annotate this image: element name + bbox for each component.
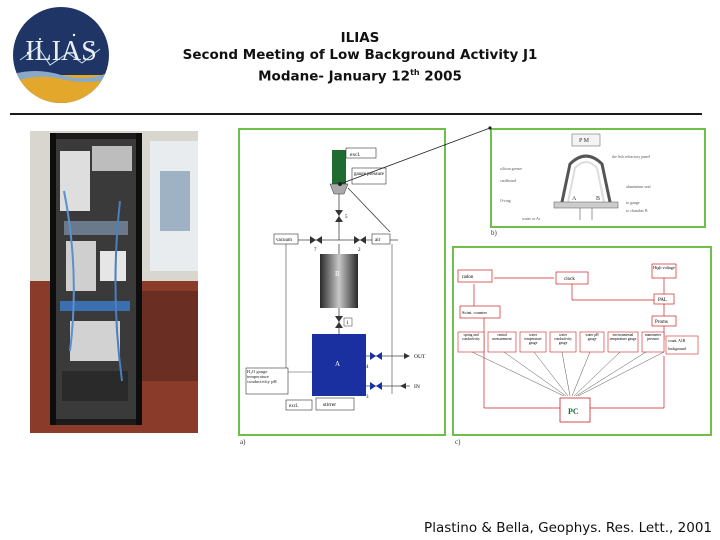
label-a: A xyxy=(572,196,577,202)
photomultiplier-tube xyxy=(332,150,346,184)
electronics-diagram: radon clock High voltage PAL Proms Scint… xyxy=(457,263,699,423)
sensor-box-2: central measurement xyxy=(492,333,512,341)
scintillator-box xyxy=(459,305,501,319)
radon-box xyxy=(457,269,493,283)
chamber-a-label: A xyxy=(335,360,340,368)
title-line-3: Modane- January 12th 2005 xyxy=(150,64,570,86)
logo-text: ILIAS xyxy=(25,36,97,67)
pal-box xyxy=(653,293,675,305)
citation: Plastino & Bella, Geophys. Res. Lett., 2… xyxy=(424,520,712,536)
title-line-3-year: 2005 xyxy=(419,68,462,85)
excl-bottom-box xyxy=(285,399,313,411)
title-line-2: Second Meeting of Low Background Activit… xyxy=(182,47,538,63)
pc-label: PC xyxy=(568,407,579,416)
title-line-1: ILIAS xyxy=(340,30,380,46)
stirrer-label: stirrer xyxy=(323,402,336,408)
sensor-boxes: spring and conductivity central measurem… xyxy=(457,331,699,355)
schematic-drawing: excl. gauge pressure 5 vacuum 7 2 air B xyxy=(245,147,426,411)
proms-label: Proms xyxy=(655,320,668,325)
silicon-grease-label: silicon grease xyxy=(500,166,522,171)
in-label: IN xyxy=(414,384,420,390)
valve-2-label: 2 xyxy=(358,248,361,253)
connector-line xyxy=(338,126,492,186)
out-label: OUT xyxy=(414,354,426,360)
air-box xyxy=(371,233,391,245)
excl-bottom-label: excl. xyxy=(289,404,299,409)
sensors-box xyxy=(245,367,289,395)
valve-5-label: 5 xyxy=(345,215,348,220)
scintillator-label: Scint. counter xyxy=(462,310,487,315)
chamber-b-label: B xyxy=(335,270,340,278)
valve-4-label: 4 xyxy=(366,365,369,370)
valve-3 xyxy=(370,382,376,390)
panel-b-detector-detail: P M the Ssh refractory panel silicon gre… xyxy=(490,128,706,228)
pm-label: P M xyxy=(579,138,590,144)
label-b: B xyxy=(596,196,600,202)
vacuum-label: vacuum xyxy=(276,238,292,243)
chamber-a xyxy=(312,334,366,396)
to-gauge-label: to gauge xyxy=(626,200,640,205)
clock-box xyxy=(555,271,589,285)
title-line-3-text: Modane- January 12 xyxy=(258,68,411,85)
sensor-box-6: environmental temperature gauge xyxy=(609,333,637,341)
top-note-label: the Ssh refractory panel xyxy=(612,154,651,159)
title-line-3-sup: th xyxy=(410,68,420,77)
sensor-box-1: spring and conductivity xyxy=(462,333,480,341)
header-divider xyxy=(10,113,702,115)
caption-b: b) xyxy=(491,229,497,237)
caption-c: c) xyxy=(455,438,461,446)
valve-5 xyxy=(335,210,343,216)
water-label: water or Ar xyxy=(522,216,541,221)
rack-photo xyxy=(30,131,198,433)
chamber-b xyxy=(320,254,358,308)
caption-a: a) xyxy=(240,438,246,446)
radon-label: radon xyxy=(462,275,474,280)
proms-box xyxy=(651,315,677,327)
cardboard-label: cardboard xyxy=(500,178,516,183)
air-label: air xyxy=(375,238,381,243)
valve-1 xyxy=(335,316,343,322)
valve-7 xyxy=(310,236,316,244)
valve-4 xyxy=(370,352,376,360)
oring-label: O-ring xyxy=(500,198,511,203)
valve-7-label: 7 xyxy=(314,248,317,253)
hv-box xyxy=(651,263,677,279)
sensor-box-4: water conductivity gauge xyxy=(554,333,572,345)
hv-label: High voltage xyxy=(653,265,675,270)
clock-label: clock xyxy=(564,277,575,282)
valve-2 xyxy=(354,236,360,244)
panel-a-schematic: excl. gauge pressure 5 vacuum 7 2 air B xyxy=(238,128,446,436)
count-label: count. A1B xyxy=(668,339,686,343)
valve-1-label: 1 xyxy=(346,321,349,326)
detector-drawing: P M the Ssh refractory panel silicon gre… xyxy=(500,133,651,221)
sensors-label: H₂O gauge temperature conductivity pH xyxy=(247,369,277,384)
gauge-label: gauge pressure xyxy=(354,172,385,177)
pal-label: PAL xyxy=(658,298,667,303)
gauge-box xyxy=(351,167,387,185)
page-title: ILIAS Second Meeting of Low Background A… xyxy=(150,30,570,86)
excl-box xyxy=(345,147,377,159)
ilias-logo: ILIAS xyxy=(13,7,109,103)
pc-box xyxy=(559,397,591,423)
to-chamber-label: to chamber B xyxy=(626,208,648,213)
stirrer-box xyxy=(315,397,355,411)
excl-label: excl. xyxy=(350,152,361,158)
sensor-box-7: manometer pressure xyxy=(644,333,662,341)
sensor-box-3: water temperature gauge xyxy=(524,333,542,345)
aluminium-seal-label: aluminium seal xyxy=(626,184,651,189)
sensor-box-8: background xyxy=(668,347,686,351)
valve-3-label: 3 xyxy=(366,395,369,400)
panel-c-electronics: radon clock High voltage PAL Proms Scint… xyxy=(452,246,712,436)
sensor-box-5: water pH gauge xyxy=(585,333,599,341)
